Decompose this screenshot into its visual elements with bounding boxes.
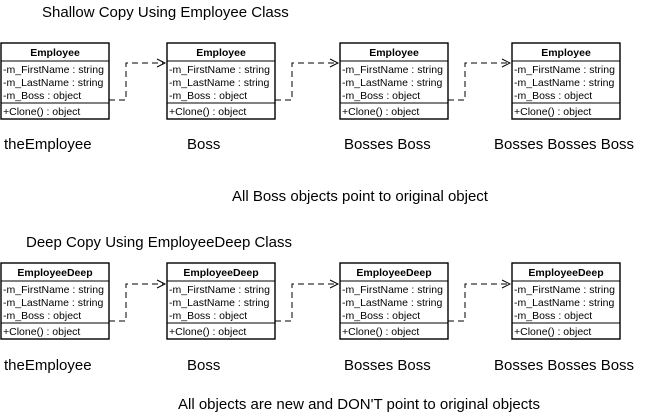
shallow-connector-1 (109, 58, 167, 101)
shallow-class-box-2: Employee -m_FirstName : string -m_LastNa… (166, 42, 276, 120)
field-first-name: -m_FirstName : string (169, 64, 270, 76)
field-last-name: -m_LastName : string (169, 77, 270, 89)
field-first-name: -m_FirstName : string (3, 284, 104, 296)
class-name: EmployeeDeep (183, 267, 258, 279)
field-last-name: -m_LastName : string (342, 297, 443, 309)
field-first-name: -m_FirstName : string (514, 284, 615, 296)
field-last-name: -m_LastName : string (514, 77, 615, 89)
field-boss: -m_Boss : object (3, 310, 81, 322)
class-name: EmployeeDeep (528, 267, 603, 279)
field-last-name: -m_LastName : string (342, 77, 443, 89)
label-the-employee: theEmployee (4, 357, 92, 374)
field-last-name: -m_LastName : string (3, 77, 104, 89)
label-boss: Boss (187, 136, 220, 153)
shallow-connector-2 (275, 58, 340, 101)
method-clone: +Clone() : object (342, 326, 419, 338)
field-boss: -m_Boss : object (169, 90, 247, 102)
field-last-name: -m_LastName : string (169, 297, 270, 309)
label-boss: Boss (187, 357, 220, 374)
field-first-name: -m_FirstName : string (169, 284, 270, 296)
shallow-connector-3 (448, 58, 512, 101)
field-last-name: -m_LastName : string (3, 297, 104, 309)
method-clone: +Clone() : object (3, 326, 80, 338)
shallow-class-box-1: Employee -m_FirstName : string -m_LastNa… (0, 42, 110, 120)
method-clone: +Clone() : object (169, 106, 246, 118)
label-bosses-bosses-boss: Bosses Bosses Boss (494, 136, 634, 153)
deep-connector-3 (448, 279, 512, 322)
field-first-name: -m_FirstName : string (3, 64, 104, 76)
field-boss: -m_Boss : object (169, 310, 247, 322)
method-clone: +Clone() : object (514, 326, 591, 338)
shallow-copy-heading: Shallow Copy Using Employee Class (42, 4, 289, 21)
field-boss: -m_Boss : object (514, 90, 592, 102)
deep-connector-1 (109, 279, 167, 322)
field-boss: -m_Boss : object (342, 310, 420, 322)
class-name: Employee (369, 47, 419, 59)
deep-note: All objects are new and DON'T point to o… (178, 396, 540, 413)
method-clone: +Clone() : object (3, 106, 80, 118)
field-last-name: -m_LastName : string (514, 297, 615, 309)
class-name: Employee (196, 47, 246, 59)
deep-class-box-4: EmployeeDeep -m_FirstName : string -m_La… (511, 262, 621, 340)
class-name: EmployeeDeep (17, 267, 92, 279)
shallow-note: All Boss objects point to original objec… (232, 188, 489, 205)
shallow-class-box-4: Employee -m_FirstName : string -m_LastNa… (511, 42, 621, 120)
class-name: EmployeeDeep (356, 267, 431, 279)
field-boss: -m_Boss : object (514, 310, 592, 322)
field-first-name: -m_FirstName : string (514, 64, 615, 76)
deep-class-box-2: EmployeeDeep -m_FirstName : string -m_La… (166, 262, 276, 340)
label-bosses-bosses-boss: Bosses Bosses Boss (494, 357, 634, 374)
field-first-name: -m_FirstName : string (342, 64, 443, 76)
field-boss: -m_Boss : object (342, 90, 420, 102)
method-clone: +Clone() : object (342, 106, 419, 118)
field-first-name: -m_FirstName : string (342, 284, 443, 296)
field-boss: -m_Boss : object (3, 90, 81, 102)
shallow-class-box-3: Employee -m_FirstName : string -m_LastNa… (339, 42, 449, 120)
label-bosses-boss: Bosses Boss (344, 136, 431, 153)
deep-connector-2 (275, 279, 340, 322)
method-clone: +Clone() : object (169, 326, 246, 338)
deep-copy-heading: Deep Copy Using EmployeeDeep Class (26, 234, 292, 251)
label-bosses-boss: Bosses Boss (344, 357, 431, 374)
class-name: Employee (30, 47, 80, 59)
method-clone: +Clone() : object (514, 106, 591, 118)
label-the-employee: theEmployee (4, 136, 92, 153)
deep-class-box-1: EmployeeDeep -m_FirstName : string -m_La… (0, 262, 110, 340)
class-name: Employee (541, 47, 591, 59)
deep-class-box-3: EmployeeDeep -m_FirstName : string -m_La… (339, 262, 449, 340)
